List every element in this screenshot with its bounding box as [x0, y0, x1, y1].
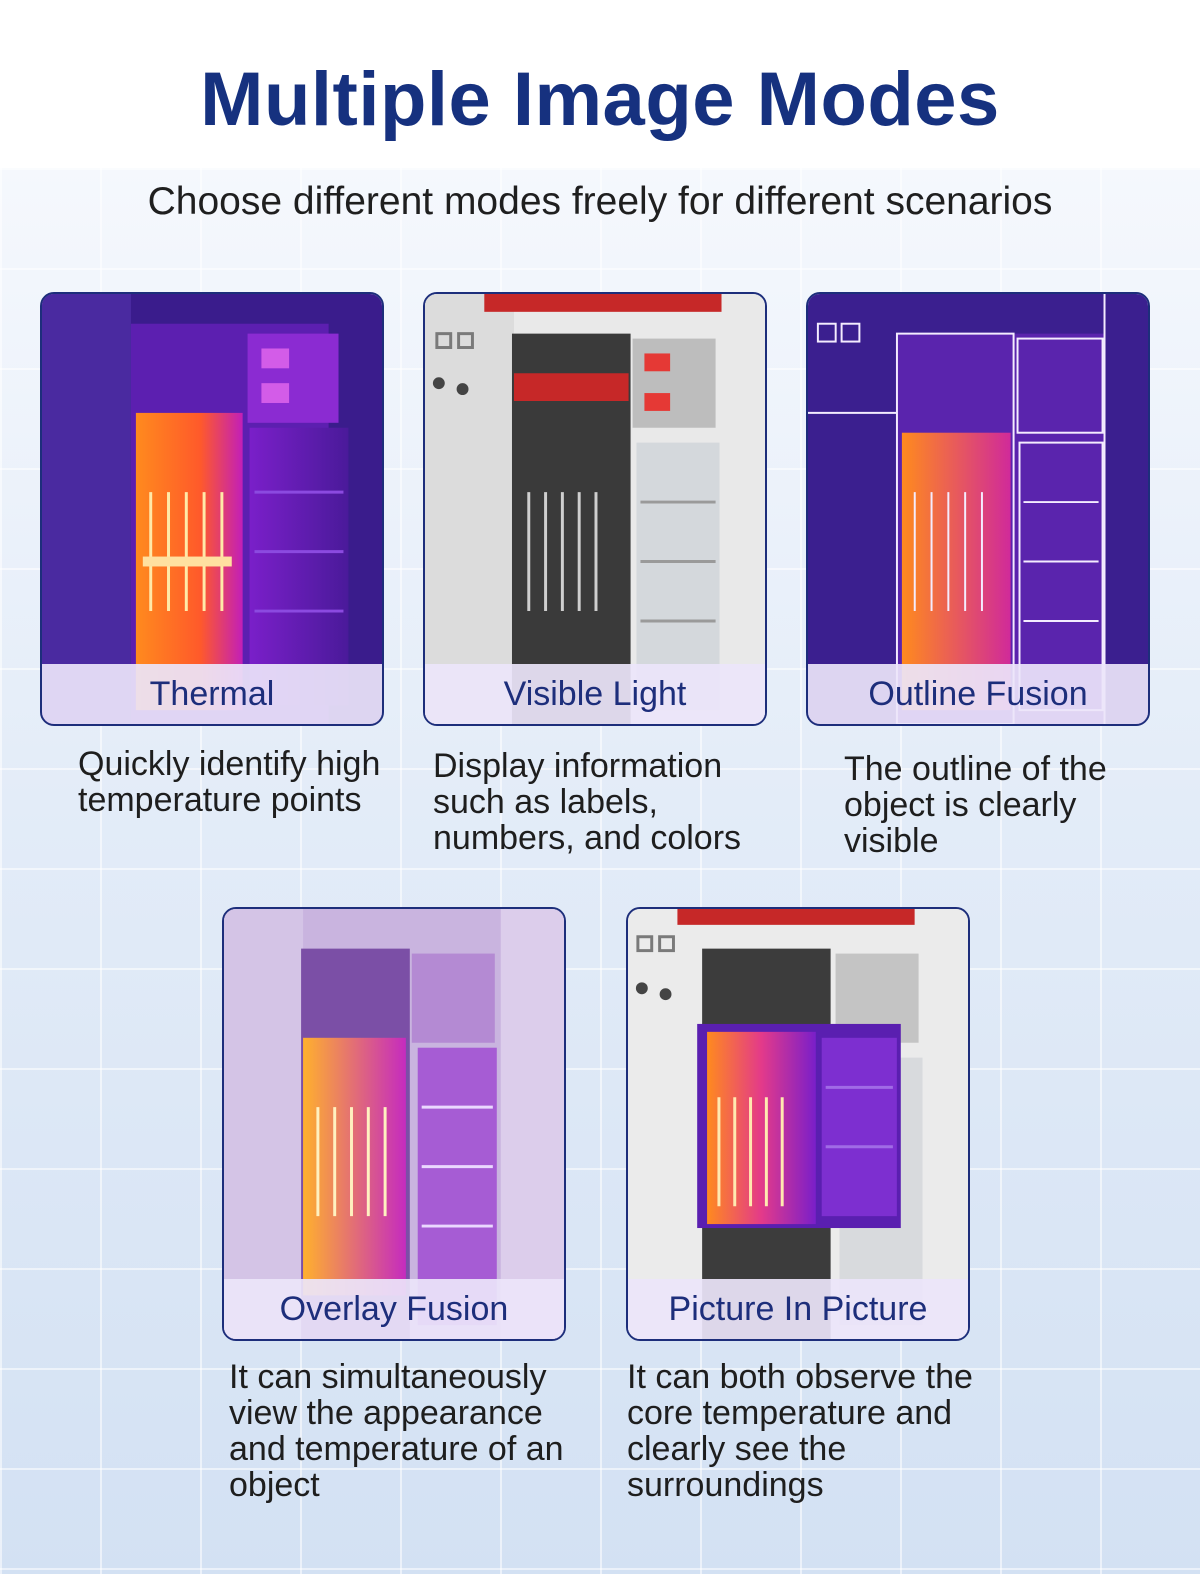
visible-light-image	[425, 294, 765, 724]
mode-card-visible-light[interactable]: Visible Light	[423, 292, 767, 726]
page-subtitle: Choose different modes freely for differ…	[147, 180, 1053, 223]
mode-description-overlay-fusion: It can simultaneously view the appearanc…	[229, 1358, 564, 1504]
mode-label: Thermal	[42, 664, 382, 724]
mode-label: Outline Fusion	[808, 664, 1148, 724]
overlay-fusion-image	[224, 909, 564, 1339]
page-title: Multiple Image Modes	[200, 57, 1000, 142]
mode-label: Overlay Fusion	[224, 1279, 564, 1339]
mode-description-outline-fusion: The outline of the object is clearly vis…	[844, 750, 1107, 860]
mode-card-overlay-fusion[interactable]: Overlay Fusion	[222, 907, 566, 1341]
mode-label: Visible Light	[425, 664, 765, 724]
thermal-image	[42, 294, 382, 724]
picture-in-picture-image	[628, 909, 968, 1339]
mode-description-thermal: Quickly identify high temperature points	[78, 745, 381, 819]
outline-fusion-image	[808, 294, 1148, 724]
mode-description-visible-light: Display information such as labels, numb…	[433, 747, 742, 857]
mode-card-thermal[interactable]: Thermal	[40, 292, 384, 726]
mode-card-picture-in-picture[interactable]: Picture In Picture	[626, 907, 970, 1341]
mode-label: Picture In Picture	[628, 1279, 968, 1339]
mode-description-picture-in-picture: It can both observe the core temperature…	[627, 1358, 973, 1504]
mode-card-outline-fusion[interactable]: Outline Fusion	[806, 292, 1150, 726]
